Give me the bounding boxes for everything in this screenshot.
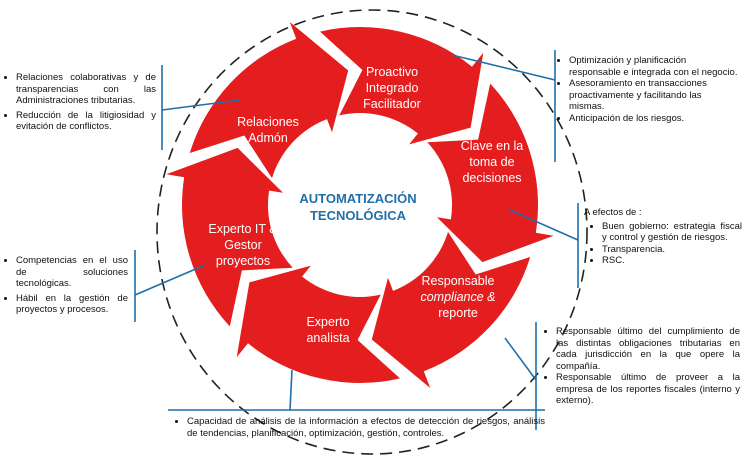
- arrow-segment-analista: [236, 265, 400, 383]
- callout-item: Anticipación de los riesgos.: [569, 113, 738, 125]
- callout-experto-it: Competencias en el uso de soluciones tec…: [4, 255, 128, 319]
- callout-item: Competencias en el uso de soluciones tec…: [16, 255, 128, 290]
- arrow-segment-relaciones: [189, 22, 349, 179]
- callout-item: Reducción de la litigiosidad y evitación…: [16, 110, 156, 133]
- callout-item: Responsable último del cumplimiento de l…: [556, 326, 740, 372]
- arrow-segment-responsable: [371, 231, 531, 388]
- segment-responsable: Responsable compliance & reporte: [420, 273, 495, 321]
- callout-item: Transparencia.: [602, 244, 742, 256]
- arrow-segment-experto-it: [166, 147, 293, 327]
- label-line: Experto: [306, 315, 350, 329]
- callout-clave: A efectos de : Buen gobierno: estrategia …: [584, 207, 742, 267]
- callout-responsable: Responsable último del cumplimiento de l…: [544, 326, 740, 407]
- callout-item: Responsable último de proveer a la empre…: [556, 372, 740, 407]
- callout-item: Asesoramiento en transacciones proactiva…: [569, 78, 738, 113]
- callout-proactivo: Optimización y planificación responsable…: [560, 55, 738, 124]
- connector-experto-it: [134, 264, 206, 296]
- callout-analista: Capacidad de análisis de la información …: [175, 416, 545, 442]
- connector-proactivo: [451, 54, 556, 81]
- callout-item: Capacidad de análisis de la información …: [187, 416, 545, 439]
- arrow-segment-proactivo: [320, 27, 484, 145]
- center-line2: TECNOLÓGICA: [309, 208, 407, 223]
- label-line: Admón: [248, 131, 288, 145]
- callout-item: Optimización y planificación responsable…: [569, 55, 738, 78]
- label-line: Proactivo: [365, 65, 419, 79]
- label-line: Clave en la: [460, 139, 524, 153]
- label-line: compliance &: [420, 290, 496, 304]
- label-line: decisiones: [462, 171, 522, 185]
- label-line: Gestor: [224, 238, 262, 252]
- segment-analista: Experto analista: [306, 314, 349, 346]
- label-line: Responsable: [421, 274, 495, 288]
- connector-analista: [289, 369, 293, 411]
- segment-experto-it: Experto IT & Gestor proyectos: [208, 221, 277, 269]
- callout-item: Relaciones colaborativas y de transparen…: [16, 72, 156, 107]
- label-line: toma de: [469, 155, 515, 169]
- center-line1: AUTOMATIZACIÓN: [299, 191, 417, 206]
- callout-item: RSC.: [602, 255, 742, 267]
- segment-clave: Clave en la toma de decisiones: [461, 138, 524, 186]
- label-line: reporte: [438, 306, 478, 320]
- label-line: proyectos: [215, 254, 271, 268]
- dashed-circle: [156, 9, 588, 455]
- callout-item: Hábil en la gestión de proyectos y proce…: [16, 293, 128, 316]
- label-line: Integrado: [365, 81, 419, 95]
- label-line: analista: [306, 331, 350, 345]
- connector-relaciones: [161, 99, 241, 111]
- arrow-segment-clave: [427, 83, 554, 263]
- connector-responsable: [504, 337, 537, 381]
- callout-item: Buen gobierno: estrategia fiscal y contr…: [602, 221, 742, 244]
- connector-clave: [509, 209, 579, 241]
- label-line: Facilitador: [363, 97, 421, 111]
- label-line: Experto IT &: [208, 222, 278, 236]
- callout-intro: A efectos de :: [584, 207, 642, 218]
- callout-relaciones: Relaciones colaborativas y de transparen…: [4, 72, 156, 136]
- label-line: Relaciones: [237, 115, 299, 129]
- center-title: AUTOMATIZACIÓN TECNOLÓGICA: [299, 190, 416, 224]
